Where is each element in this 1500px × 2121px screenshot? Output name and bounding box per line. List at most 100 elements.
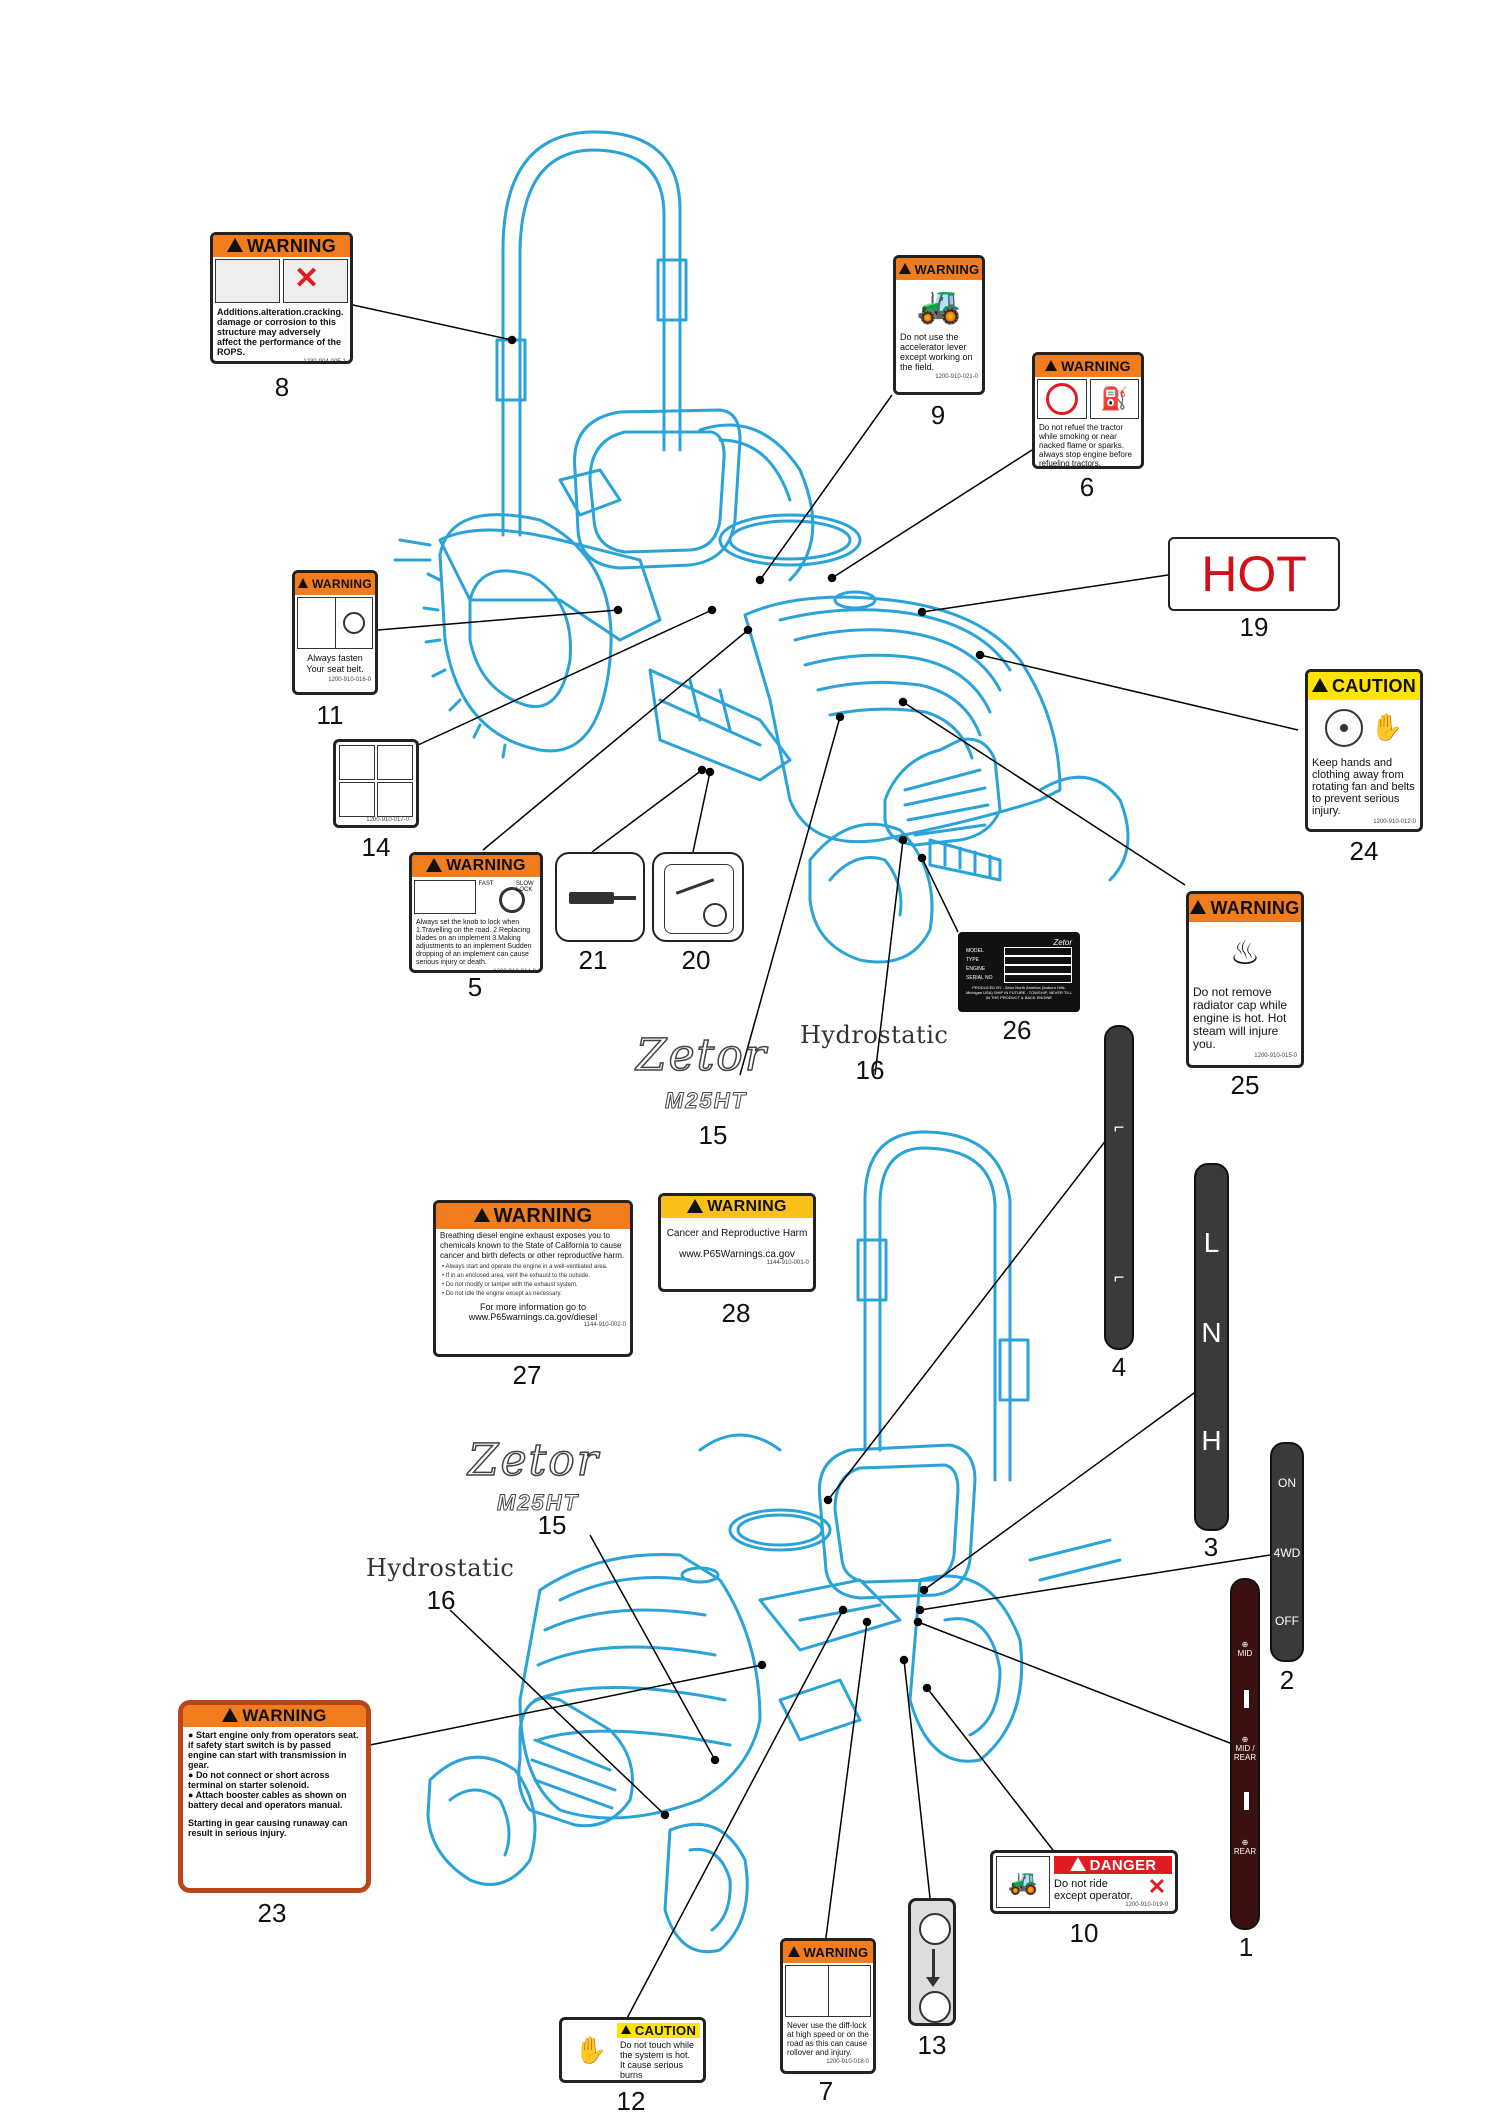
callout-20: 20	[681, 945, 711, 975]
plate-row-engine: ENGINE	[966, 965, 1072, 974]
callout-2: 2	[1279, 1665, 1295, 1695]
danger-header: DANGER	[1054, 1856, 1172, 1874]
part-code: 1200-910-021-0	[935, 374, 978, 380]
warning-item: ● Start engine only from operators seat.…	[188, 1730, 359, 1770]
range-neutral-label: N	[1201, 1317, 1222, 1348]
decal-21-cylinder-pictogram	[555, 852, 645, 942]
callout-12: 12	[616, 2086, 646, 2116]
callout-5: 5	[467, 972, 483, 1002]
decal-19-hot: HOT	[1168, 537, 1340, 611]
header-label: WARNING	[914, 261, 980, 277]
header-label: WARNING	[311, 577, 373, 591]
decal-text: Breathing diesel engine exhaust exposes …	[440, 1231, 625, 1260]
knob-pictogram-icon: FAST SLOW LOCK	[479, 881, 539, 913]
rabbit-icon: ⌐	[1113, 1117, 1125, 1137]
decal-14-pictogram: 1200-910-017-0	[333, 739, 419, 828]
part-code: 1200-910-016-0	[328, 677, 371, 683]
callout-19: 19	[1239, 612, 1269, 642]
part-code: 1144-910-001-0	[766, 1260, 809, 1266]
loader-pictogram-icon	[664, 864, 734, 934]
decal-9-accelerator-warning: WARNING 🚜 Do not use the accelerator lev…	[893, 255, 985, 395]
warning-header: WARNING	[183, 1705, 366, 1727]
decal-11-seatbelt-warning: WARNING Always fasten Your seat belt. 12…	[292, 570, 378, 695]
decal-6-refuel-warning: WARNING ⛽ Do not refuel the tractor whil…	[1032, 352, 1144, 469]
callout-11: 11	[316, 700, 344, 730]
decal-23-start-warning: WARNING ● Start engine only from operato…	[178, 1700, 371, 1893]
tractor-bottom-illustration	[426, 1130, 1122, 1954]
decal-4-lever-strip: ⌐ ⌐	[1104, 1025, 1134, 1350]
warning-header: WARNING	[661, 1196, 813, 1218]
callout-27: 27	[512, 1360, 542, 1390]
pto-slot-marker	[1244, 1792, 1249, 1810]
hazard-pictogram-icon	[339, 745, 375, 780]
hot-steam-pictogram-icon: ♨	[1229, 934, 1261, 972]
callout-26: 26	[1002, 1015, 1032, 1045]
warning-triangle-icon	[473, 1208, 490, 1222]
callout-10: 10	[1069, 1918, 1099, 1948]
tractor-pictogram-icon: 🚜	[916, 284, 962, 325]
callout-24: 24	[1349, 836, 1379, 866]
leader-lines	[352, 304, 1299, 2023]
hazard-pictogram-icon	[377, 782, 413, 817]
hydraulic-cylinder-icon	[569, 892, 614, 904]
plate-row-type: TYPE	[966, 956, 1072, 965]
tractor-top-illustration	[393, 130, 1130, 964]
warning-triangle-icon	[620, 2025, 631, 2034]
bullet-list: • Always start and operate the engine in…	[436, 1263, 630, 1299]
warning-header: WARNING	[412, 855, 540, 877]
header-label: WARNING	[707, 1198, 787, 1215]
decal-text: Always set the knob to lock when 1.Trave…	[416, 919, 532, 966]
4wd-off-label: OFF	[1275, 1614, 1299, 1628]
pto-slot-marker	[1244, 1690, 1249, 1708]
zetor-logo-bottom: Zetor	[467, 1434, 600, 1487]
callout-23: 23	[257, 1898, 287, 1928]
part-code: 1200-910-019-0	[1125, 1902, 1168, 1908]
warning-item: ● Do not connect or short across termina…	[188, 1770, 330, 1790]
pedal-up-icon	[919, 1913, 951, 1945]
part-code: 1200-910-012-0	[1373, 819, 1416, 825]
callout-13: 13	[917, 2030, 947, 2060]
warning-items: ● Start engine only from operators seat.…	[183, 1727, 366, 1841]
header-label: WARNING	[446, 857, 526, 874]
header-label: CAUTION	[1331, 675, 1417, 696]
callout-15-bottom: 15	[537, 1510, 567, 1540]
decal-text: Never use the diff-lock at high speed or…	[787, 2021, 869, 2057]
fuel-pump-pictogram-icon: ⛽	[1089, 379, 1139, 419]
decal-text: Do not refuel the tractor while smoking …	[1039, 423, 1132, 468]
warning-header: WARNING	[295, 573, 375, 595]
bullet-item: • Always start and operate the engine in…	[442, 1264, 608, 1270]
warning-header: WARNING	[213, 235, 350, 257]
warning-header: WARNING	[783, 1941, 873, 1963]
hazard-pictogram-icon	[377, 745, 413, 780]
turtle-icon: ⌐	[1113, 1267, 1125, 1287]
rollover-pictogram-icon	[785, 1965, 871, 2017]
callout-9: 9	[930, 400, 946, 430]
decal-10-no-riders-danger: 🚜 DANGER Do not ride except operator. ✕ …	[990, 1850, 1178, 1914]
decal-7-difflock-warning: WARNING Never use the diff-lock at high …	[780, 1938, 876, 2074]
decal-20-loader-pictogram	[652, 852, 744, 942]
callout-8: 8	[274, 372, 290, 402]
decal-12-hot-surface-caution: ✋ CAUTION Do not touch while the system …	[559, 2017, 706, 2083]
decal-28-prop65-warning: WARNING Cancer and Reproductive Harm www…	[658, 1193, 816, 1292]
slow-label: SLOW LOCK	[516, 881, 534, 893]
plate-row-model: MODEL	[966, 947, 1072, 956]
warning-triangle-icon	[1190, 900, 1207, 914]
callout-16-top: 16	[855, 1055, 885, 1085]
4wd-label: 4WD	[1273, 1546, 1301, 1560]
decal-text: Do not use the accelerator lever except …	[900, 332, 973, 372]
part-code: 1200-910-015-0	[1254, 1053, 1297, 1059]
header-label: DANGER	[1089, 1856, 1157, 1874]
zetor-logo-top: Zetor	[635, 1029, 768, 1082]
header-label: WARNING	[1210, 897, 1300, 918]
decal-27-prop65-diesel-warning: WARNING Breathing diesel engine exhaust …	[433, 1200, 633, 1357]
decal-25-radiator-warning: WARNING ♨ Do not remove radiator cap whi…	[1186, 891, 1304, 1068]
pictogram-row: ✕	[213, 257, 350, 305]
header-label: WARNING	[242, 1706, 327, 1725]
caution-header: CAUTION	[1308, 672, 1420, 700]
warning-triangle-icon	[297, 578, 308, 588]
warning-triangle-icon	[898, 262, 911, 274]
callout-25: 25	[1230, 1070, 1260, 1100]
decal-text: Keep hands and clothing away from rotati…	[1312, 757, 1415, 817]
part-code: 1230-904-005-1	[303, 359, 346, 364]
